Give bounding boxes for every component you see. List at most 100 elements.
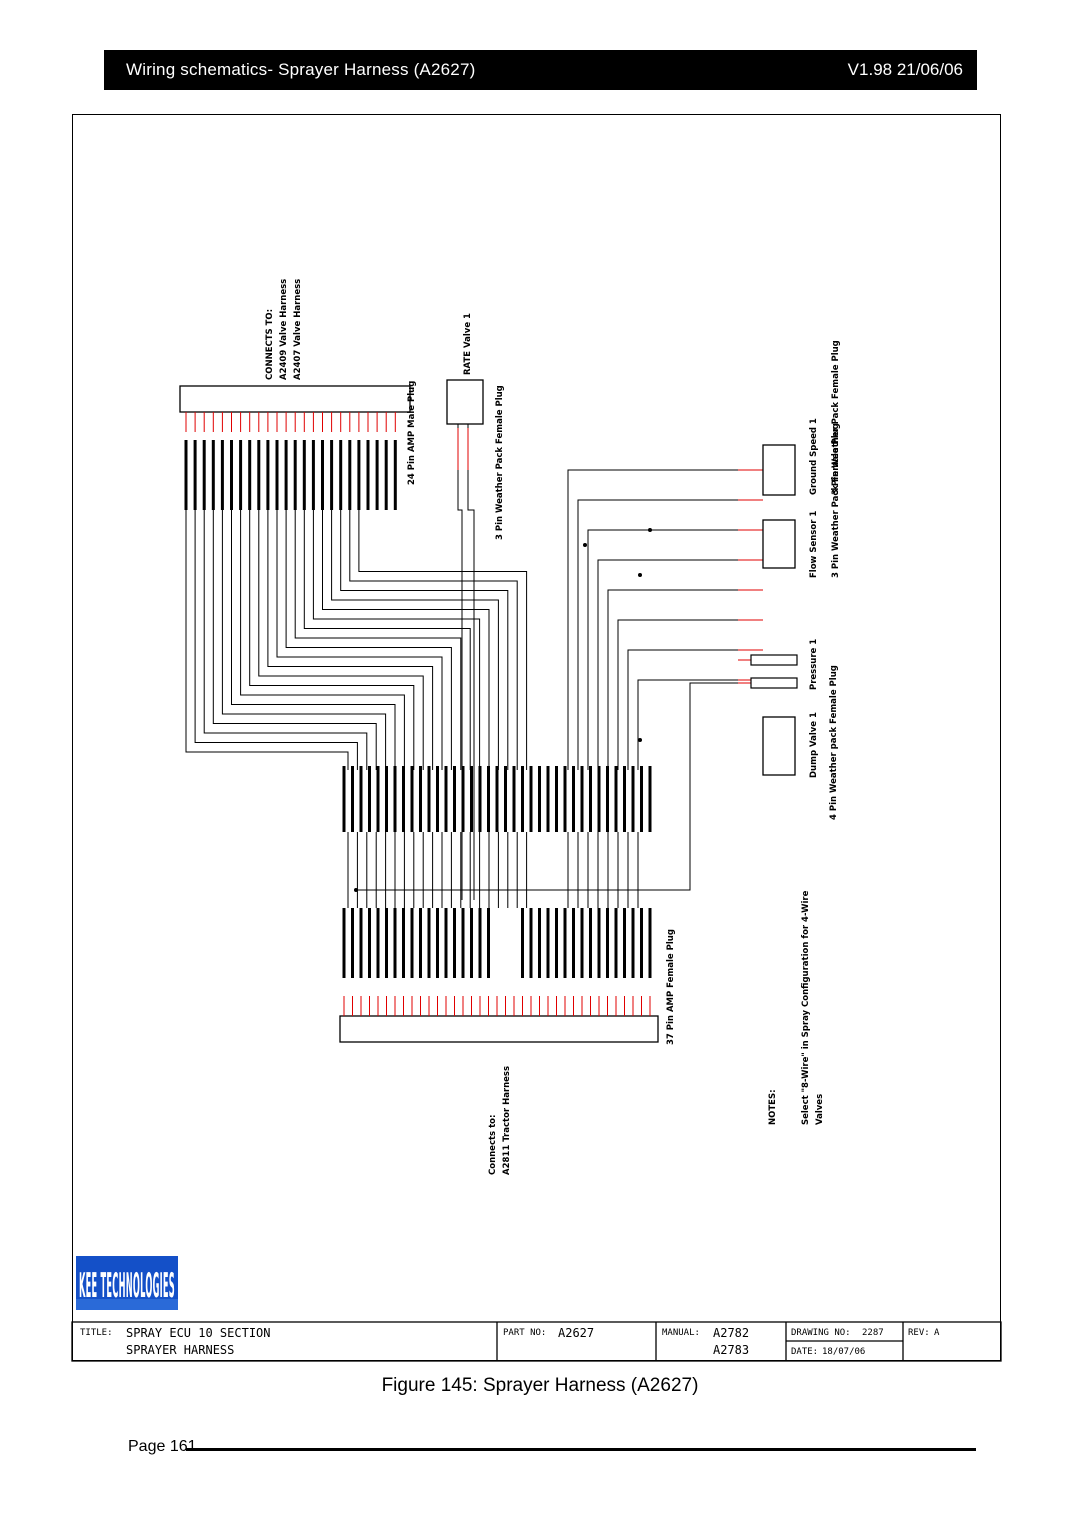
wire-label-block [580,908,584,978]
wire-label-block [470,908,473,978]
harness-wire [258,510,424,770]
harness-wire [331,510,499,770]
wire-label-block [248,440,252,510]
part-no-value: A2627 [558,1326,594,1340]
wire-label-block [640,908,643,978]
wire-label-block [202,440,206,510]
connects-to-bottom-heading: Connects to: [488,1115,498,1175]
notes-line-1: Select "8-Wire" in Spray Configuration f… [801,890,811,1125]
wire-label-block [436,908,439,978]
connector-37pin [339,1015,659,1043]
header-title: Wiring schematics- Sprayer Harness (A262… [126,60,476,79]
page-number: Page 161 [128,1438,197,1456]
wire-label-block [293,440,297,510]
dump-valve-label: Dump Valve 1 [809,712,819,778]
drawing-no-value: 2287 [862,1328,884,1338]
connector-37pin-label: 37 Pin AMP Female Plug [666,929,676,1045]
wire-label-block [597,908,601,978]
wire-label-block [342,766,346,832]
ground-speed-plug-label: 3 Pin Weather Pack Female Plug [831,340,841,495]
manual-value-1: A2782 [713,1326,749,1340]
kee-logo-text: KEE TECHNOLOGIES [79,1266,175,1306]
flow-sensor-label: Flow Sensor 1 [809,511,819,578]
harness-wire [185,510,349,770]
wire-label-block [184,440,188,510]
wire-label-block [376,908,380,978]
sensor-wire [607,589,750,770]
wire-junction [638,573,642,577]
wire-label-block [220,440,224,510]
connects-to-a2407: A2407 Valve Harness [293,279,303,380]
rev-label: REV: [908,1328,930,1338]
date-value: 18/07/06 [822,1347,865,1357]
wire-label-block [623,766,626,832]
wire-label-block [614,908,618,978]
sensor-wire [637,679,750,770]
header-version: V1.98 21/06/06 [847,60,963,79]
drawing-no-label: DRAWING NO: [791,1328,851,1338]
wire-label-block [359,908,363,978]
wire-label-block [402,908,405,978]
sensor-wire [587,529,750,770]
wire-label-block [368,766,371,832]
wire-label-block [461,908,465,978]
wire-label-block [521,908,524,978]
wire-label-block [589,908,592,978]
wire-label-block [419,766,422,832]
wire-label-block [366,440,370,510]
harness-wire [276,510,443,770]
wire-label-block [648,766,652,832]
wire-label-block [275,440,279,510]
wire-label-block [623,908,626,978]
wire-junction [583,543,587,547]
header-bar: Wiring schematics- Sprayer Harness (A262… [104,50,977,90]
harness-wire [312,510,481,770]
rate-valve-box [446,379,484,425]
harness-wire [294,510,462,770]
date-label: DATE: [791,1347,818,1357]
wire-label-block [461,766,465,832]
connector-24pin [179,385,411,413]
wire-label-block [342,908,346,978]
wire-label-block [427,766,431,832]
wire-label-block [487,908,490,978]
kee-logo-band [76,1299,178,1310]
harness-wire [240,510,405,770]
wire-label-block [529,766,533,832]
wire-label-block [368,908,371,978]
page-rule [186,1448,976,1451]
wire-label-block [284,440,288,510]
ground-speed-box [762,444,796,496]
title-label: TITLE: [80,1328,113,1338]
wire-label-block [453,766,456,832]
wire-label-block [311,440,315,510]
wire-label-block [555,908,558,978]
wire-label-block [393,766,397,832]
dump-valve-box [762,716,796,776]
wire-label-block [572,908,575,978]
rate-valve-plug-label: 3 Pin Weather Pack Female Plug [495,385,505,540]
wire-label-block [563,908,567,978]
wire-label-block [402,766,405,832]
harness-wires [185,424,763,908]
wire-label-block [376,766,380,832]
flow-sensor-plug-label: 3 Pin Weather Pack Female Plug [831,423,841,578]
harness-wire [212,510,377,770]
wire-label-block [351,766,354,832]
pressure-label: Pressure 1 [809,639,819,690]
wire-label-block [339,440,343,510]
wire-label-block [563,766,567,832]
sensor-wire [617,619,750,770]
wire-label-block [393,908,397,978]
wire-label-block [606,908,609,978]
wire-label-block [427,908,431,978]
pressure-plug-b [750,677,798,689]
wire-label-block [351,908,354,978]
wire-label-block [419,908,422,978]
wire-label-block [436,766,439,832]
wire-label-block [470,766,473,832]
manual-value-2: A2783 [713,1343,749,1357]
flow-sensor-box [762,519,796,569]
manual-label: MANUAL: [662,1328,700,1338]
title-line-1: SPRAY ECU 10 SECTION [126,1326,271,1340]
